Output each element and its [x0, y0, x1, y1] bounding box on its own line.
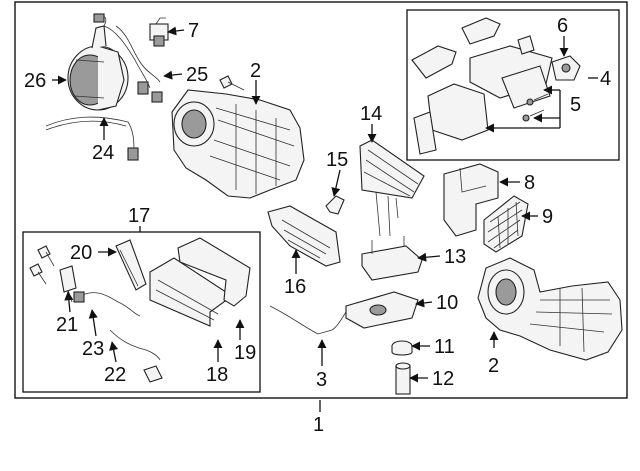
filter-9-part[interactable] — [483, 195, 529, 253]
callout-11: 11 — [434, 336, 455, 358]
callout-20: 20 — [70, 242, 92, 264]
pipe-22-part[interactable] — [109, 329, 163, 383]
callout-21: 21 — [56, 314, 78, 336]
harness-part[interactable] — [115, 25, 163, 103]
callout-24: 24 — [92, 142, 114, 164]
duct-assembly-4-part[interactable] — [411, 17, 553, 155]
pin-12-part[interactable] — [395, 362, 411, 395]
callout-9: 9 — [542, 206, 553, 228]
callout-10: 10 — [436, 292, 458, 314]
callout-3: 3 — [316, 369, 327, 391]
callout-1: 1 — [313, 414, 324, 436]
callout-8: 8 — [524, 172, 535, 194]
actuator-6-part[interactable] — [551, 55, 581, 81]
callout-18: 18 — [206, 364, 228, 386]
callout-5: 5 — [570, 94, 581, 116]
callout-14: 14 — [360, 103, 382, 125]
callout-12: 12 — [432, 368, 454, 390]
gasket-19-part[interactable] — [177, 237, 251, 307]
callout-19: 19 — [234, 342, 256, 364]
resistor-part[interactable] — [149, 17, 169, 47]
callout-6: 6 — [557, 15, 568, 37]
heater-case-upper-part[interactable] — [171, 89, 305, 199]
callout-17: 17 — [128, 205, 150, 227]
bolt-part[interactable] — [219, 75, 245, 91]
callout-15: 15 — [326, 149, 348, 171]
callout-2-lower: 2 — [488, 355, 499, 377]
bracket-13-part[interactable] — [361, 236, 423, 281]
callout-4: 4 — [600, 68, 611, 90]
clip-part[interactable] — [325, 195, 345, 215]
duct-8-part[interactable] — [443, 163, 499, 237]
drain-tube-part[interactable] — [269, 305, 353, 335]
wire-harness-24-part[interactable] — [45, 116, 139, 161]
seal-20-part[interactable] — [115, 239, 147, 291]
cap-11-part[interactable] — [391, 340, 413, 356]
callout-22: 22 — [104, 364, 126, 386]
blower-motor-part[interactable] — [67, 25, 129, 111]
callout-13: 13 — [444, 246, 466, 268]
small-part-4-top[interactable] — [517, 35, 535, 55]
heater-core-part[interactable] — [359, 139, 425, 237]
evaporator-18-part[interactable] — [149, 257, 233, 327]
callout-25: 25 — [186, 64, 208, 86]
heater-case-lower-part[interactable] — [477, 257, 623, 361]
pipe-23-part[interactable] — [73, 291, 141, 317]
callout-23: 23 — [82, 338, 104, 360]
leader-lines — [52, 26, 598, 412]
callout-26: 26 — [24, 70, 46, 92]
sub-frame-17 — [22, 231, 261, 393]
screw-5-part[interactable] — [522, 93, 549, 122]
duct-16-part[interactable] — [267, 205, 341, 267]
motor-connector-top — [93, 13, 105, 23]
sub-frame-4 — [406, 9, 620, 161]
main-frame — [14, 1, 628, 399]
callout-7: 7 — [188, 20, 199, 42]
plate-10-part[interactable] — [345, 291, 419, 329]
callout-2-upper: 2 — [250, 60, 261, 82]
callout-16: 16 — [284, 276, 306, 298]
bolts-21-part[interactable] — [29, 245, 77, 303]
